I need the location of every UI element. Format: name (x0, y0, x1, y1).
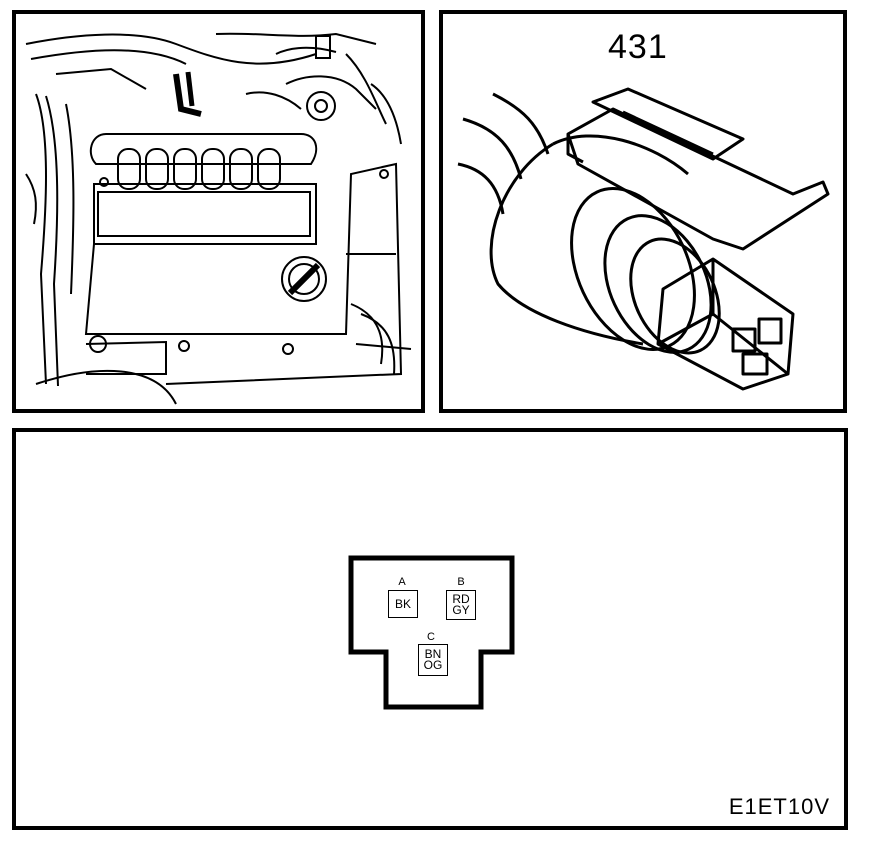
connector-pinout-panel: A BK B RD GY C BN OG E1ET10V (12, 428, 848, 830)
pin-b-letter: B (457, 576, 465, 588)
pin-b-color-2: GY (452, 603, 470, 617)
pin-c-color-2: OG (423, 658, 443, 672)
connector-illustration: 431 (439, 10, 847, 413)
pin-b-color-1: RD (452, 592, 470, 606)
connector-drawing (457, 87, 830, 391)
connector-number: 431 (608, 28, 668, 66)
connector-face-outline (348, 555, 515, 710)
engine-bay-illustration (12, 10, 425, 413)
engine-bay-drawing (25, 32, 412, 405)
figure-code: E1ET10V (728, 794, 830, 819)
pin-c-letter: C (427, 631, 435, 643)
pin-a-letter: A (398, 576, 406, 588)
pin-c-cavity: BN OG (418, 644, 448, 676)
pin-a-cavity: BK (388, 590, 418, 618)
pin-b-cavity: RD GY (446, 590, 476, 620)
pin-c-color-1: BN (424, 647, 442, 661)
pin-a-color-1: BK (394, 596, 411, 611)
